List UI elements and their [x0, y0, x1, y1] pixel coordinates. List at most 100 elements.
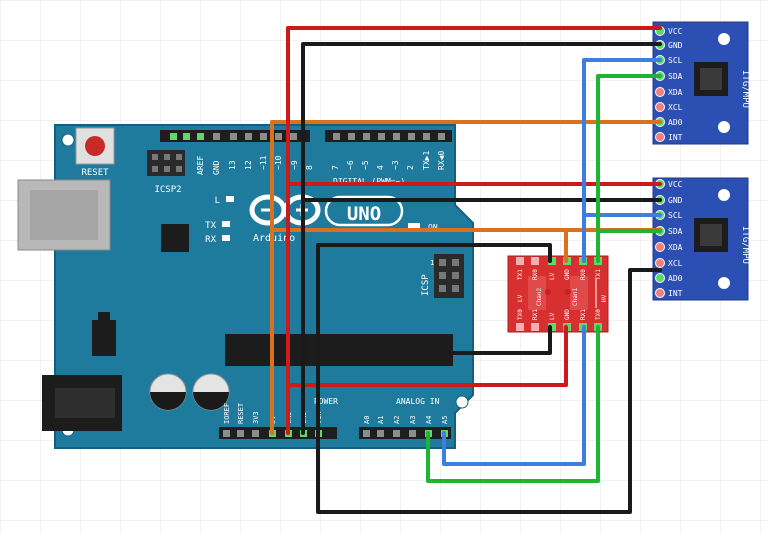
- mpu-pin-label: AD0: [668, 274, 683, 283]
- mpu-pin-label: XCL: [668, 259, 683, 268]
- mpu-pin-label: INT: [668, 289, 683, 298]
- digital-pin-hole[interactable]: [333, 133, 340, 140]
- wire-orange-ad0-1: [270, 120, 662, 435]
- digital-pin-hole[interactable]: [183, 133, 190, 140]
- power-pin-hole[interactable]: [223, 430, 230, 437]
- analog-pin-label: A5: [441, 416, 449, 424]
- reset-label: RESET: [81, 168, 109, 178]
- digital-pin-hole[interactable]: [230, 133, 237, 140]
- mpu-pin[interactable]: [655, 288, 665, 298]
- shifter-bottom-label: RX1: [532, 309, 539, 320]
- digital-pin-hole[interactable]: [245, 133, 252, 140]
- shifter-top-label: RX0: [532, 269, 539, 280]
- wires: [270, 26, 662, 514]
- shifter-top-label: RX0: [580, 269, 587, 280]
- shifter-top-pin[interactable]: [531, 257, 539, 265]
- mpu-label-1: ITG/MPU: [740, 70, 750, 108]
- analog-pin-label: A1: [377, 416, 385, 424]
- shifter-bottom-label: LV: [549, 312, 556, 320]
- mpu-label-2: ITG/MPU: [740, 226, 750, 264]
- analog-pin-hole[interactable]: [409, 430, 416, 437]
- led-tx-label: TX: [205, 221, 216, 231]
- icsp2-header: [147, 150, 185, 176]
- chan1-label: Chan1: [572, 288, 579, 306]
- digital-pin-hole[interactable]: [260, 133, 267, 140]
- voltage-regulator: [92, 320, 116, 356]
- shifter-bottom-label: GND: [564, 309, 571, 320]
- shifter-bottom-pin[interactable]: [531, 323, 539, 331]
- mpu-pin[interactable]: [655, 87, 665, 97]
- mpu-pin-label: INT: [668, 133, 683, 142]
- reset-button-cap[interactable]: [85, 136, 105, 156]
- led-tx: [222, 221, 230, 227]
- top-pin-label: ~6: [346, 160, 355, 170]
- digital-header-right: [325, 130, 452, 142]
- top-pin-label: ~9: [290, 160, 299, 170]
- analog-pin-label: A2: [393, 416, 401, 424]
- analog-pin-label: A0: [363, 416, 371, 424]
- digital-pin-hole[interactable]: [290, 133, 297, 140]
- digital-pin-hole[interactable]: [197, 133, 204, 140]
- wire-black-shifter-bottom: [316, 325, 552, 355]
- mpu-pin-label: SDA: [668, 227, 683, 236]
- wire-blue-scl-1: [582, 58, 662, 263]
- mpu-pin-label: SDA: [668, 72, 683, 81]
- analog-pin-hole[interactable]: [393, 430, 400, 437]
- digital-pin-hole[interactable]: [438, 133, 445, 140]
- digital-pin-hole[interactable]: [378, 133, 385, 140]
- analog-pin-hole[interactable]: [363, 430, 370, 437]
- gnd-label: GND: [212, 160, 221, 175]
- mpu-pin[interactable]: [655, 258, 665, 268]
- capacitor-2: [192, 373, 230, 411]
- wire-green-a4: [426, 325, 600, 483]
- analog-header: [359, 427, 451, 439]
- mpu-pin-label: XCL: [668, 103, 683, 112]
- digital-pin-hole[interactable]: [275, 133, 282, 140]
- mpu-pin[interactable]: [655, 242, 665, 252]
- digital-pin-hole[interactable]: [363, 133, 370, 140]
- shifter-top-label: TX1: [595, 269, 602, 280]
- power-pin-hole[interactable]: [237, 430, 244, 437]
- analog-pin-label: A3: [409, 416, 417, 424]
- top-pin-label: 2: [406, 165, 415, 170]
- digital-pin-hole[interactable]: [408, 133, 415, 140]
- power-pin-hole[interactable]: [252, 430, 259, 437]
- mpu-pin-label: GND: [668, 196, 683, 205]
- digital-pin-hole[interactable]: [348, 133, 355, 140]
- mpu-pin-label: VCC: [668, 180, 683, 189]
- digital-pin-hole[interactable]: [393, 133, 400, 140]
- led-on: [408, 223, 420, 230]
- top-pin-label: RX◀0: [437, 151, 446, 170]
- digital-pin-hole[interactable]: [423, 133, 430, 140]
- capacitor-1: [149, 373, 187, 411]
- mpu-pin-label: XDA: [668, 243, 683, 252]
- digital-pin-hole[interactable]: [213, 133, 220, 140]
- analog-pin-hole[interactable]: [377, 430, 384, 437]
- level-shifter-board: [507, 255, 609, 333]
- digital-pin-hole[interactable]: [170, 133, 177, 140]
- led-rx: [222, 235, 230, 241]
- shifter-bottom-label: TX0: [517, 309, 524, 320]
- top-pin-label: 7: [331, 165, 340, 170]
- power-pin-label: 3V3: [252, 411, 260, 424]
- mpu-pin[interactable]: [655, 102, 665, 112]
- chan2-label: Chan2: [536, 288, 543, 306]
- mpu-pin[interactable]: [655, 132, 665, 142]
- shifter-bottom-pin[interactable]: [516, 323, 524, 331]
- led-l-label: L: [215, 196, 220, 206]
- atmega-chip: [225, 334, 453, 366]
- shifter-top-pin[interactable]: [516, 257, 524, 265]
- wire-black-gnd-1: [301, 42, 662, 435]
- top-pin-label: ~3: [391, 160, 400, 170]
- power-header: [219, 427, 337, 439]
- shifter-top-label: GND: [564, 269, 571, 280]
- mpu-pin[interactable]: [655, 273, 665, 283]
- lv-side-label: LV: [517, 294, 524, 302]
- top-pin-label: 4: [376, 165, 385, 170]
- top-pin-label: 12: [244, 160, 253, 170]
- shifter-top-label: LV: [549, 272, 556, 280]
